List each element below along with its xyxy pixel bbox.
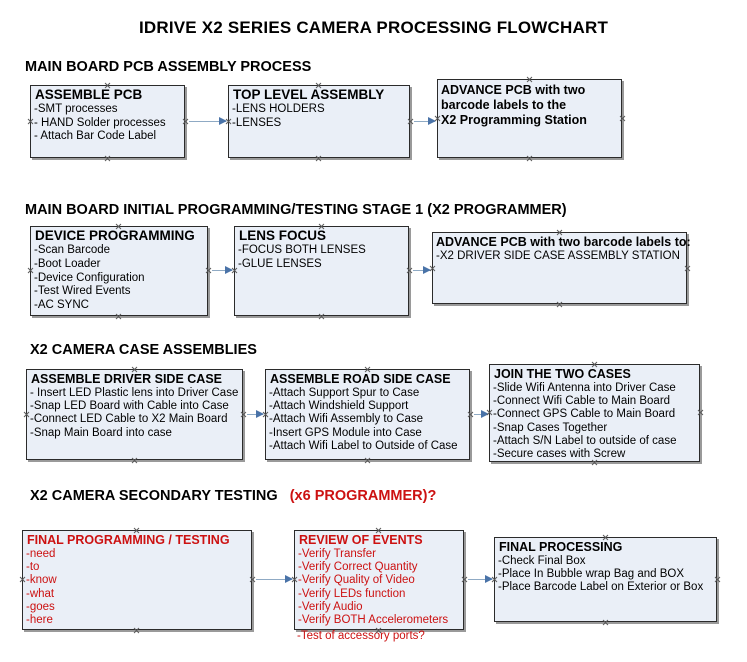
box-item: -Slide Wifi Antenna into Driver Case [493,382,676,394]
section-heading-text: X2 CAMERA SECONDARY TESTING [30,488,278,504]
section-heading-x2-camera-case-assemblies: X2 CAMERA CASE ASSEMBLIES [30,342,257,358]
box-item: -to [26,561,40,574]
box-header: ASSEMBLE DRIVER SIDE CASE [31,372,223,386]
box-item: -Scan Barcode [34,244,111,256]
connector-arrow [212,266,233,274]
box-item: -Snap Cases Together [493,421,608,434]
box-item: -Verify Audio [298,600,363,613]
box-header: DEVICE PROGRAMMING [35,228,195,243]
box-header: ASSEMBLE ROAD SIDE CASE [270,372,451,386]
box-item: -goes [26,600,55,613]
box-item: -Verify BOTH Accelerometers [298,614,449,627]
box-item: -Boot Loader [34,257,101,270]
box-item: -AC SYNC [34,299,89,312]
box-join-the-two-cases[interactable]: JOIN THE TWO CASES -Slide Wifi Antenna i… [489,364,700,462]
box-assemble-pcb[interactable]: ASSEMBLE PCB -SMT processes - HAND Solde… [30,85,185,158]
box-item: -Device Configuration [34,271,145,284]
box-advance-pcb-driver-side-case[interactable]: ADVANCE PCB with two barcode labels to: … [432,232,691,304]
connector-arrow [189,117,227,125]
box-item: -Connect LED Cable to X2 Main Board [30,413,228,426]
box-device-programming[interactable]: DEVICE PROGRAMMING -Scan Barcode -Boot L… [30,226,208,316]
box-final-programming-testing[interactable]: FINAL PROGRAMMING / TESTING -need -to -k… [22,530,252,630]
box-item: - HAND Solder processes [34,116,166,129]
box-item: -Connect Wifi Cable to Main Board [493,395,671,408]
box-item: -know [26,574,57,587]
section-heading-suffix: (x6 PROGRAMMER)? [289,488,437,504]
box-item: -GLUE LENSES [238,257,322,270]
box-header: ASSEMBLE PCB [35,87,143,102]
box-item: -Insert GPS Module into Case [269,426,422,439]
connector-arrow [414,117,436,125]
box-item: -Snap LED Board with Cable into Case [30,400,229,413]
box-item: - Attach Bar Code Label [34,130,157,142]
box-header: REVIEW OF EVENTS [299,533,423,547]
box-item: -FOCUS BOTH LENSES [238,244,366,256]
section-heading-text: MAIN BOARD PCB ASSEMBLY PROCESS [25,59,312,75]
box-item: -Attach S/N Label to outside of case [493,434,677,447]
box-item: -Verify LEDs function [298,587,406,600]
section-heading-main-board-pcb-assembly: MAIN BOARD PCB ASSEMBLY PROCESS [25,59,311,75]
box-header: ADVANCE PCB with two barcode labels to: [436,235,691,249]
box-lens-focus[interactable]: LENS FOCUS -FOCUS BOTH LENSES -GLUE LENS… [234,226,409,316]
box-item: -Verify Transfer [298,548,376,560]
box-header: FINAL PROGRAMMING / TESTING [27,533,230,547]
box-header: LENS FOCUS [239,228,327,243]
box-advance-pcb-x2-programming-station[interactable]: ADVANCE PCB with two barcode labels to t… [437,79,622,158]
box-item: -Secure cases with Screw [493,448,626,461]
box-assemble-driver-side-case[interactable]: ASSEMBLE DRIVER SIDE CASE - Insert LED P… [26,369,243,460]
section-heading-main-board-initial-programming: MAIN BOARD INITIAL PROGRAMMING/TESTING S… [25,202,567,218]
box-item: -X2 DRIVER SIDE CASE ASSEMBLY STATION [436,250,680,262]
box-item: -Place In Bubble wrap Bag and BOX [498,568,685,581]
box-final-processing[interactable]: FINAL PROCESSING -Check Final Box -Place… [494,537,717,622]
box-item: - Insert LED Plastic lens into Driver Ca… [30,387,239,399]
connector-arrow [413,266,431,274]
box-top-level-assembly[interactable]: TOP LEVEL ASSEMBLY -LENS HOLDERS -LENSES [228,85,410,158]
page-title: IDRIVE X2 SERIES CAMERA PROCESSING FLOWC… [138,18,609,37]
connector-arrow [256,575,293,583]
box-item: -Test Wired Events [34,285,131,298]
box-item: -Verify Quality of Video [298,574,415,587]
box-item: -need [26,548,56,560]
box-header: ADVANCE PCB with two [441,83,586,97]
box-item-overflow: -Test of accessory ports? [297,630,425,642]
box-item: -Snap Main Board into case [30,426,172,439]
section-heading-text: X2 CAMERA CASE ASSEMBLIES [30,342,257,358]
box-assemble-road-side-case[interactable]: ASSEMBLE ROAD SIDE CASE -Attach Support … [265,369,470,460]
box-item: -here [26,614,53,627]
box-header: JOIN THE TWO CASES [494,367,631,381]
box-item: -Attach Support Spur to Case [269,387,420,399]
section-heading-x2-camera-secondary-testing: X2 CAMERA SECONDARY TESTING (x6 PROGRAMM… [30,488,436,504]
box-item: -SMT processes [34,103,118,115]
box-item: -Connect GPS Cable to Main Board [493,408,676,421]
box-item: -Verify Correct Quantity [298,561,418,574]
connector-arrow [468,575,493,583]
box-item: -Place Barcode Label on Exterior or Box [498,581,704,594]
box-review-of-events[interactable]: REVIEW OF EVENTS -Verify Transfer -Verif… [294,530,464,630]
connector-arrow [247,410,264,418]
box-header: FINAL PROCESSING [499,540,623,554]
box-item: X2 Programming Station [441,113,587,127]
box-item: -what [26,587,55,600]
box-item: -Attach Wifi Assembly to Case [269,413,424,426]
box-item: -LENSES [232,116,282,129]
connector-arrow [474,410,489,418]
box-item: -Attach Windshield Support [269,400,409,413]
box-item: -Attach Wifi Label to Outside of Case [269,439,458,452]
box-header: TOP LEVEL ASSEMBLY [233,87,385,102]
box-item: barcode labels to the [441,98,567,112]
section-heading-text: MAIN BOARD INITIAL PROGRAMMING/TESTING S… [25,202,567,218]
box-item: -Check Final Box [498,555,586,567]
box-item: -LENS HOLDERS [232,103,325,115]
